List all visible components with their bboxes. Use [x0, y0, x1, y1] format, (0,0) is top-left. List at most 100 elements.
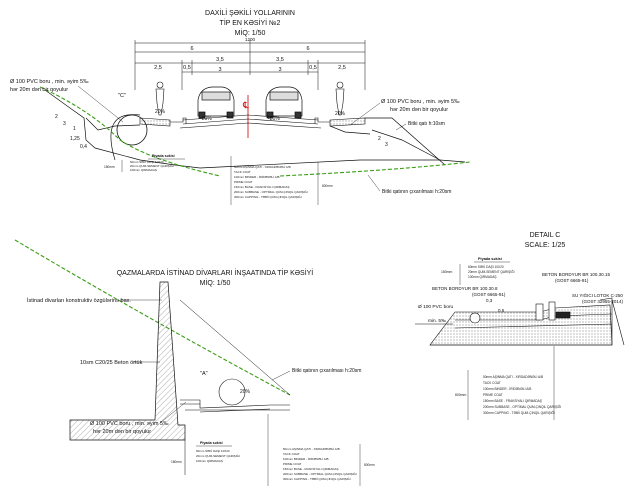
road-layer-1: 50mm AŞINMA QATI - XIRDADƏNƏLİ A/B: [234, 164, 291, 169]
dc-walkway-title: Piyada səkisi: [478, 257, 502, 261]
green-ground-right: [279, 161, 471, 177]
curb-right-line1: BETON BORDYUR BR 100.30.15: [542, 272, 610, 277]
tray-line1: SU YIĞICI LOTOK C-250: [572, 292, 623, 298]
detail-c-section: [429, 297, 625, 346]
road-layer-4: PRIME COAT: [234, 180, 253, 184]
detail-c: DETAIL C SCALE: 1/25 Piyada səkisi 60mm …: [415, 232, 625, 420]
dim-total: 1200: [245, 37, 256, 42]
section1-road-legend: 50mm AŞINMA QATI - XIRDADƏNƏLİ A/B TACK …: [230, 156, 333, 205]
green-ground-wall: [14, 239, 291, 396]
dc-road-layer-6: 200mm SUBBASE - OPTİMAL QUM-ÇINQIL QARIŞ…: [483, 404, 561, 409]
dc-road-layer-2: TACK COAT: [483, 381, 501, 385]
section2-road: [180, 378, 290, 413]
walkway-title: Piyada səkisi: [152, 154, 175, 158]
dc-dim-05: 0,5: [498, 308, 505, 313]
section1-walkway-legend: Piyada səkisi 60mm SƏKİ DAŞI 10X20 20mm …: [104, 154, 185, 172]
s2-walkway-layer-2: 20mm QUM-SEMENT QARIŞIĞI: [196, 453, 240, 458]
section2-topsoil-leader: [271, 370, 291, 381]
slope-right-ratio-3: 3: [385, 142, 388, 148]
s2-walkway-layer-1: 60mm SƏKİ DAŞI 10X20: [196, 448, 230, 453]
dc-walkway-layer-3: 100mm QIRMADAŞ: [468, 275, 497, 279]
slope-ratio-2: 2: [55, 114, 58, 120]
slope-dim-1: 1,25: [70, 136, 80, 142]
road-structure: [139, 114, 366, 129]
walkway-layer-1: 60mm SƏKİ DAŞI 10X20: [130, 159, 164, 164]
s2-road-layer-4: PRIME COAT: [283, 462, 302, 466]
topsoil-leader: [367, 174, 381, 192]
road-layer-3: 100mm BINDER - İRİDƏNƏLİ A/B: [234, 174, 280, 179]
s2-walkway-thickness: 180mm: [171, 460, 182, 464]
dc-walkway-layer-2: 20mm QUM-SEMENT QARIŞIĞI: [468, 269, 515, 274]
section2-pvc-leader: [159, 401, 187, 424]
embankment-right: [329, 117, 446, 166]
pvc-right-line1: Ø 100 PVC boru , min. əyim 5‰: [381, 99, 460, 105]
pvc-left-leader: [77, 85, 124, 123]
dim-part-5: 0,5: [309, 65, 317, 71]
dc-pvc-label: Ø 100 PVC boru: [418, 304, 454, 310]
slope-right: 20%: [335, 111, 346, 117]
dc-road-layer-4: PRIME COAT: [483, 393, 503, 397]
curb-left-line1: BETON BORDYUR BR 100.30.8: [432, 286, 498, 291]
s2-road-layer-6: 200mm SUBBASE - OPTİMAL QUM-ÇINQIL QARIŞ…: [283, 471, 357, 476]
section2-pvc-line1: Ø 100 PVC boru , min. əyim 5‰: [90, 421, 169, 427]
dc-walkway-thickness: 180mm: [441, 270, 452, 274]
slope-right-ratio-2: 2: [378, 136, 381, 142]
s2-walkway-layer-3: 100mm QIRMADAŞ: [196, 459, 223, 463]
s2-walkway-title: Piyada səkisi: [200, 441, 223, 445]
road-layer-7: 300mm CAPPING - TƏBİİ QUM-ÇINQIL QARIŞIĞ…: [234, 194, 302, 199]
road-thickness: 800mm: [322, 184, 333, 188]
dc-road-legend: 50mm AŞINMA QATI - XIRDADƏNƏLİ A/B TACK …: [455, 346, 561, 420]
detail-a-marker: "A": [200, 371, 208, 377]
slope-ratio-3: 3: [63, 121, 66, 127]
pedestrian-left-icon: [155, 81, 165, 116]
dc-road-thickness: 800mm: [455, 393, 466, 397]
s2-road-layer-5: 150mm BASE - FRAKSİYALI QIRMADAŞ: [283, 466, 338, 471]
road-layer-6: 200mm SUBBASE - OPTİMAL QUM-ÇINQIL QARIŞ…: [234, 189, 308, 194]
slope-center-left: -20%: [200, 116, 212, 122]
road-layer-2: TACK COAT: [234, 170, 251, 174]
section2-road-legend: 50mm AŞINMA QATI - XIRDADƏNƏLİ A/B TACK …: [267, 414, 375, 486]
section2-scale: MİQ: 1/50: [200, 278, 231, 287]
slope-center-right: -20%: [268, 116, 280, 122]
road-layer-5: 150mm BASE - FRAKSİYALI QIRMADAŞ: [234, 184, 289, 189]
dc-walkway-layer-1: 60mm SƏKİ DAŞI 10X20: [468, 264, 504, 269]
pvc-right-leader: [349, 102, 381, 126]
gravel-label: Bitki qatı h:10sm: [408, 121, 445, 127]
dc-min-slope: min. 5‰: [428, 318, 446, 324]
walkway-layer-3: 100mm QIRMADAŞ: [130, 168, 157, 172]
s2-road-thickness: 800mm: [364, 463, 375, 467]
section2-retaining-wall: QAZMALARDA İSTİNAD DİVARLARI İNŞAATINDA …: [14, 239, 375, 486]
section1-scale: MİQ: 1/50: [235, 28, 266, 37]
section2-pvc-line2: hər 20m dən bir qoyulur: [93, 429, 151, 435]
s2-road-layer-3: 100mm BINDER - İRİDƏNƏLİ A/B: [283, 456, 329, 461]
car-right-icon: [265, 86, 303, 119]
pvc-left-line2: hər 20m dən bir qoyulur: [10, 87, 68, 93]
section1-dimension-chain: [134, 40, 366, 90]
slope-ratio-1: 1: [73, 126, 76, 132]
slope-dim-2: 0,4: [80, 144, 87, 150]
concrete-cover-label: 10sm C20/25 Beton örtük: [80, 360, 143, 366]
dim-part-3: 3,5: [216, 57, 224, 63]
section2-topsoil-label: Bitki qatının çıxarılması h:20sm: [292, 368, 361, 374]
section1-title-line2: TİP EN KƏSİYİ №2: [220, 18, 281, 27]
dc-road-layer-3: 100mm BINDER - İRİDƏNƏLİ A/B: [483, 386, 531, 391]
green-ground-left: [39, 86, 221, 177]
dc-road-layer-1: 50mm AŞINMA QATI - XIRDADƏNƏLİ A/B: [483, 374, 543, 379]
wall-constructive-label: İstinad divarları konstruktiv özgülərinə…: [27, 297, 131, 304]
dim-part-2: 0,5: [183, 65, 191, 71]
dc-road-layer-7: 300mm CAPPING - TƏBİİ QUM-ÇINQIL QARIŞIĞ…: [483, 410, 555, 415]
dim-half-right: 6: [306, 46, 309, 52]
pvc-left-line1: Ø 100 PVC boru , min. əyim 5‰: [10, 79, 89, 85]
walkway-layer-2: 20mm QUM-SEMENT QARIŞIĞI: [130, 163, 174, 168]
s2-road-layer-7: 300mm CAPPING - TƏBİİ QUM-ÇINQIL QARIŞIĞ…: [283, 476, 351, 481]
dim-lane-right: 3: [278, 67, 281, 73]
dim-half-left: 6: [190, 46, 193, 52]
dc-dim-03: 0,3: [486, 298, 493, 303]
section1-cross-section: DAXİLİ ŞƏKİLİ YOLLARININ TİP EN KƏSİYİ №…: [10, 8, 471, 205]
tray-line2: (GOST 32955-2014): [582, 299, 623, 304]
detail-c-title: DETAIL C: [530, 232, 561, 239]
curb-right-line2: (GOST 6665-91): [555, 278, 589, 283]
dc-road-layer-5: 150mm BASE - FRAKSİYALI QIRMADAŞ: [483, 398, 542, 403]
slope-left: 20%: [155, 109, 166, 115]
